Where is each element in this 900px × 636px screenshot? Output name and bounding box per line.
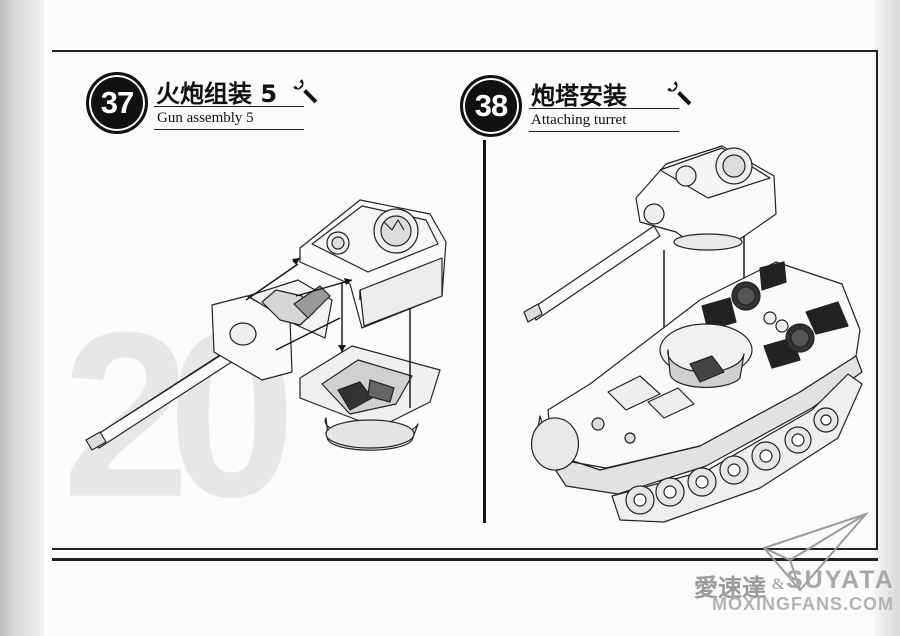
step-38-title-cn: 炮塔安装 [531, 82, 627, 110]
page-edge [874, 0, 900, 636]
wrench-icon [293, 79, 318, 104]
paper-plane-logo [762, 511, 870, 592]
step-38-subtitle-rule [529, 131, 679, 132]
step-37-title-cn: 火炮组装 5 [156, 80, 278, 108]
step-37-subtitle-rule [154, 129, 304, 130]
frame-top-rule [52, 50, 878, 52]
frame-bottom-rule-thick [52, 558, 878, 561]
frame-bottom-rule [52, 548, 878, 550]
step-37-title-rule [154, 106, 304, 107]
wrench-icon [667, 81, 692, 106]
step-38-badge: 38 [460, 75, 522, 137]
step-37-arrowheads [292, 258, 352, 352]
binding-gutter [0, 0, 44, 636]
step-divider [483, 140, 486, 523]
step-37-gun-assembly-drawing [85, 199, 447, 451]
step-38-hull-drawing [531, 261, 863, 523]
step-38-turret-drawing [523, 145, 777, 323]
brand-url: MOXINGFANS.COM [712, 594, 895, 614]
brand-name-en: SUYATA [786, 566, 895, 594]
step-38-title-en: Attaching turret [531, 112, 627, 128]
step-38-title-rule [529, 108, 679, 109]
brand-ampersand: & [772, 576, 785, 593]
step-37-title-en: Gun assembly 5 [157, 110, 254, 126]
step-37-badge: 37 [86, 72, 148, 134]
brand-name-cn: 愛速達 [694, 574, 766, 602]
frame-right-rule [876, 50, 878, 548]
